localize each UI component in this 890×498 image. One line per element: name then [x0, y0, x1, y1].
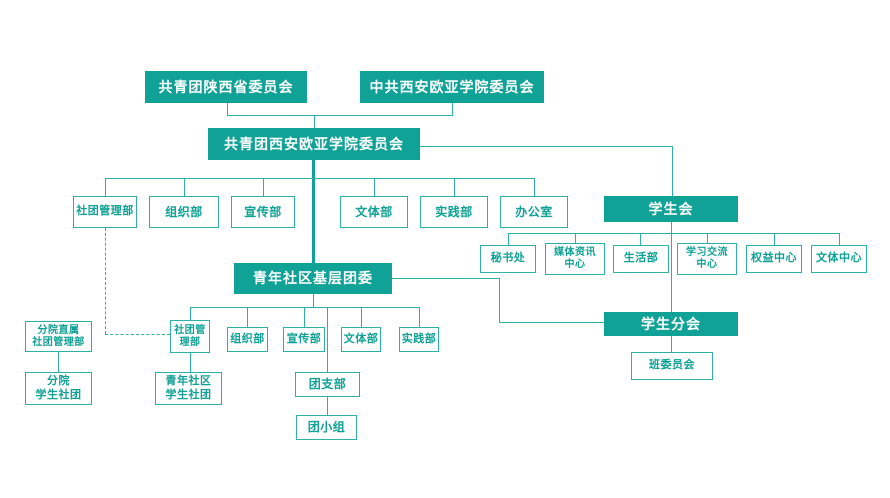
node-organization-dept-2: 组织部 — [227, 327, 268, 352]
connector-line — [454, 178, 455, 196]
node-league-eurasia-committee: 共青团西安欧亚学院委员会 — [208, 128, 420, 160]
node-club-management-dept: 社团管理部 — [73, 196, 137, 228]
node-club-management-dept-2: 社团管 理部 — [170, 320, 210, 353]
connector-line — [420, 146, 672, 147]
connector-line — [105, 178, 535, 179]
connector-line — [263, 178, 264, 196]
node-branch-club-management: 分院直属 社团管理部 — [25, 321, 92, 352]
connector-line — [327, 307, 328, 372]
node-publicity-dept-2: 宣传部 — [283, 327, 325, 352]
node-league-group: 团小组 — [296, 415, 357, 440]
connector-line — [452, 103, 453, 115]
connector-line — [184, 178, 185, 196]
connector-line — [227, 103, 228, 115]
node-life-dept: 生活部 — [613, 245, 669, 273]
node-secretariat: 秘书处 — [480, 245, 536, 273]
connector-line — [374, 178, 375, 196]
connector-line — [392, 278, 499, 279]
node-sports-dept: 文体部 — [340, 196, 408, 228]
node-league-branch: 团支部 — [295, 372, 360, 397]
node-practice-dept: 实践部 — [420, 196, 488, 228]
dashed-connector-line — [105, 228, 106, 334]
node-student-union: 学生会 — [604, 196, 738, 222]
node-shaanxi-league-committee: 共青团陕西省委员会 — [145, 71, 307, 103]
connector-line — [304, 307, 305, 327]
connector-line — [774, 233, 775, 246]
node-sports-dept-2: 文体部 — [341, 327, 381, 352]
node-community-student-clubs: 青年社区 学生社团 — [155, 372, 222, 405]
connector-line — [247, 307, 248, 327]
node-cpc-eurasia-committee: 中共西安欧亚学院委员会 — [360, 71, 544, 103]
connector-line — [671, 336, 672, 352]
node-organization-dept: 组织部 — [149, 196, 219, 228]
dashed-connector-line — [105, 334, 170, 335]
connector-line — [640, 233, 641, 246]
node-youth-community-committee: 青年社区基层团委 — [234, 263, 392, 294]
connector-line — [314, 115, 315, 128]
node-publicity-dept: 宣传部 — [231, 196, 295, 228]
connector-line — [508, 233, 839, 234]
node-sports-center: 文体中心 — [811, 245, 867, 273]
connector-line — [839, 233, 840, 246]
node-media-info-center: 媒体资讯 中心 — [545, 243, 605, 275]
connector-line — [327, 397, 328, 415]
node-class-committee: 班委员会 — [631, 352, 713, 380]
connector-line — [672, 146, 673, 196]
node-office: 办公室 — [500, 196, 568, 228]
connector-line — [534, 178, 535, 196]
connector-line — [227, 115, 453, 116]
connector-line — [499, 322, 604, 323]
node-practice-dept-2: 实践部 — [399, 327, 439, 352]
connector-line — [313, 294, 314, 307]
node-rights-center: 权益中心 — [746, 245, 802, 273]
connector-line — [671, 222, 672, 312]
connector-line — [361, 307, 362, 327]
connector-line — [419, 307, 420, 327]
node-branch-student-clubs: 分院 学生社团 — [25, 372, 92, 405]
connector-line — [508, 233, 509, 246]
connector-line — [499, 278, 500, 322]
trunk-connector-line — [312, 160, 315, 263]
connector-line — [58, 352, 59, 372]
connector-line — [190, 353, 191, 372]
connector-line — [575, 233, 576, 245]
node-study-exchange-center: 学习交流 中心 — [677, 243, 737, 275]
connector-line — [105, 178, 106, 196]
connector-line — [707, 233, 708, 245]
connector-line — [190, 307, 191, 323]
node-student-sub-union: 学生分会 — [604, 312, 738, 336]
